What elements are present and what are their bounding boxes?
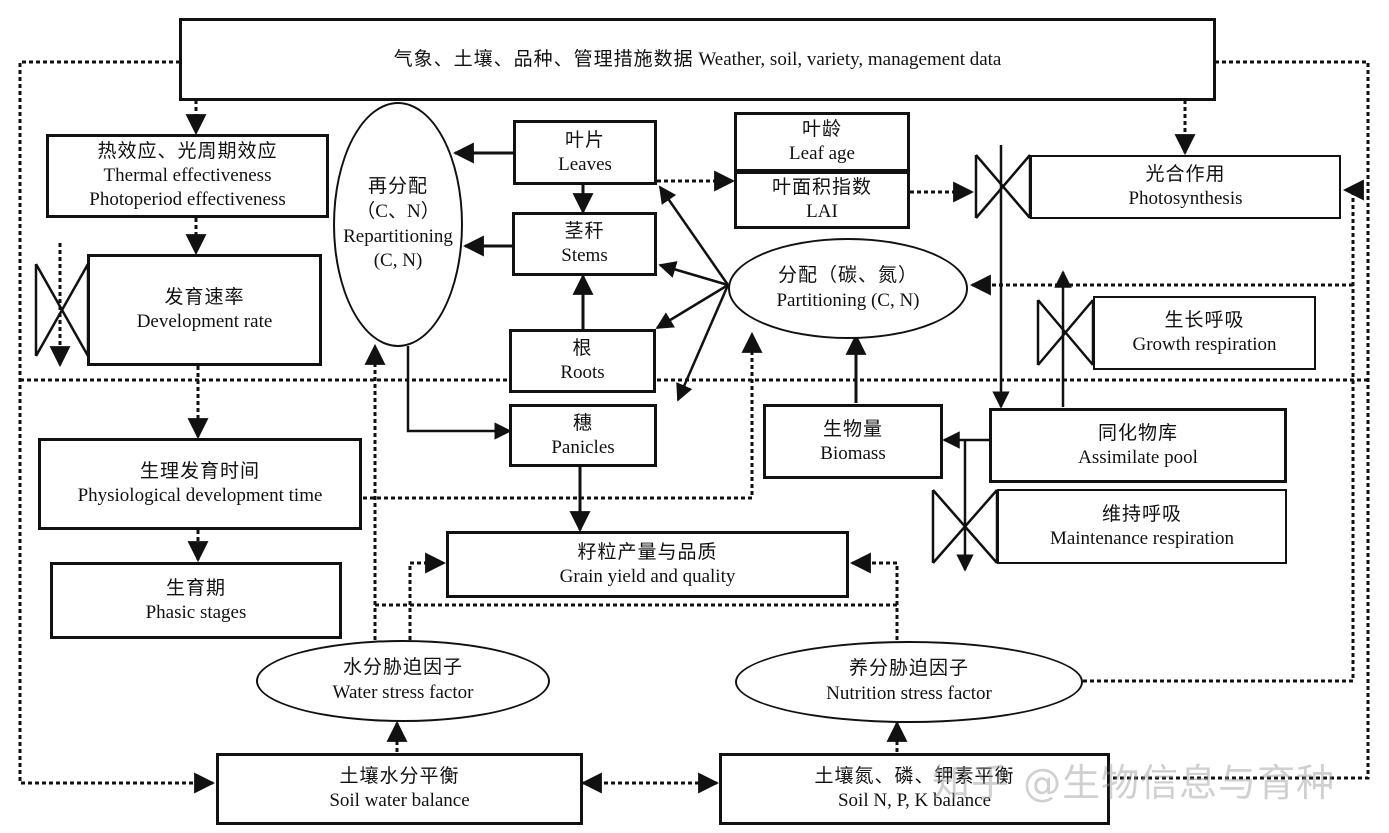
- biomass-box: 生物量 Biomass: [763, 404, 943, 479]
- repartition-to-panicles: [406, 346, 512, 440]
- growthresp-valve-icon: [1036, 299, 1095, 366]
- soil-npk-en: Soil N, P, K balance: [837, 790, 992, 811]
- valve-symbols: [34, 154, 1095, 564]
- thermal-en2: Photoperiod effectiveness: [89, 188, 286, 210]
- assimilate-zh: 同化物库: [1097, 422, 1178, 444]
- panicles-zh: 穗: [572, 412, 593, 434]
- grain-zh: 籽粒产量与品质: [577, 541, 718, 563]
- partition-en: Partitioning (C, N): [776, 289, 920, 311]
- partition-ellipse: 分配（碳、氮） Partitioning (C, N): [728, 238, 968, 339]
- roots-box: 根 Roots: [509, 329, 656, 393]
- left-outer-loop: [18, 60, 216, 794]
- water-stress-zh: 水分胁迫因子: [342, 657, 463, 679]
- grain-en: Grain yield and quality: [559, 565, 736, 587]
- photosynthesis-valve-icon: [974, 154, 1032, 219]
- lai-box: 叶面积指数 LAI: [734, 171, 910, 229]
- leaves-box: 叶片 Leaves: [513, 120, 657, 185]
- lai-en: LAI: [806, 201, 838, 222]
- assimilate-en: Assimilate pool: [1078, 446, 1198, 468]
- leaf-age-box: 叶龄 Leaf age: [734, 112, 910, 172]
- soil-water-en: Soil water balance: [329, 790, 470, 811]
- dev-rate-box: 发育速率 Development rate: [87, 254, 322, 366]
- leaf-age-en: Leaf age: [789, 143, 855, 164]
- partition-to-panicles: [676, 284, 730, 402]
- water-stress-ellipse: 水分胁迫因子 Water stress factor: [256, 640, 550, 722]
- grain-loop-bottom: [375, 603, 899, 640]
- input-data-box: 气象、土壤、品种、管理措施数据 Weather, soil, variety, …: [179, 18, 1216, 101]
- stems-box: 茎秆 Stems: [512, 212, 657, 276]
- repartition-en2: (C, N): [373, 250, 423, 272]
- nutri-stress-en: Nutrition stress factor: [826, 683, 992, 704]
- phasic-en: Phasic stages: [145, 601, 247, 623]
- maint-resp-en: Maintenance respiration: [1049, 527, 1235, 549]
- roots-zh: 根: [572, 338, 593, 360]
- phys-time-zh: 生理发育时间: [139, 461, 260, 483]
- devrate-valve-icon: [34, 263, 90, 357]
- maintresp-valve-icon: [931, 489, 999, 564]
- leaf-age-zh: 叶龄: [801, 119, 842, 141]
- maint-resp-box: 维持呼吸 Maintenance respiration: [997, 489, 1287, 564]
- repartition-ellipse: 再分配 （C、N） Repartitioning (C, N): [333, 102, 463, 347]
- phasic-box: 生育期 Phasic stages: [50, 562, 342, 639]
- soil-npk-box: 土壤氮、磷、钾素平衡 Soil N, P, K balance: [719, 753, 1110, 825]
- input-data-zh: 气象、土壤、品种、管理措施数据: [393, 48, 694, 70]
- leaves-zh: 叶片: [564, 129, 605, 151]
- biomass-zh: 生物量: [822, 418, 883, 440]
- nutri-stress-zh: 养分胁迫因子: [848, 658, 969, 680]
- water-stress-en: Water stress factor: [332, 682, 474, 703]
- phys-time-en: Physiological development time: [77, 485, 323, 506]
- dev-rate-en: Development rate: [136, 311, 273, 332]
- solid-flow-lines: [406, 142, 1072, 572]
- growth-resp-box: 生长呼吸 Growth respiration: [1093, 296, 1316, 370]
- dotted-feedback-lines: [18, 60, 1370, 794]
- soil-water-box: 土壤水分平衡 Soil water balance: [216, 753, 583, 825]
- lai-zh: 叶面积指数: [771, 177, 872, 199]
- roots-en: Roots: [560, 362, 605, 383]
- stems-en: Stems: [561, 245, 608, 266]
- grain-box: 籽粒产量与品质 Grain yield and quality: [446, 531, 849, 598]
- growth-resp-en: Growth respiration: [1132, 334, 1277, 355]
- right-inner-loop: [1083, 179, 1364, 683]
- thermal-box: 热效应、光周期效应 Thermal effectiveness Photoper…: [46, 134, 329, 218]
- biomass-en: Biomass: [820, 442, 886, 464]
- nutri-stress-ellipse: 养分胁迫因子 Nutrition stress factor: [735, 641, 1083, 723]
- phys-time-to-partition: [363, 331, 763, 500]
- repartition-zh2: （C、N）: [356, 200, 440, 222]
- leaves-en: Leaves: [558, 153, 612, 175]
- partition-to-leaves: [658, 185, 730, 286]
- input-data-en: Weather, soil, variety, management data: [698, 48, 1002, 70]
- thermal-en1: Thermal effectiveness: [103, 165, 272, 187]
- maint-resp-zh: 维持呼吸: [1101, 503, 1182, 525]
- repartition-en: Repartitioning: [343, 225, 453, 247]
- repartition-zh: 再分配: [367, 176, 428, 198]
- partition-to-stems: [658, 261, 729, 287]
- watermark: 知乎 @生物信息与育种: [932, 761, 1336, 805]
- panicles-en: Panicles: [551, 436, 615, 458]
- phasic-zh: 生育期: [165, 577, 226, 599]
- partition-to-roots: [655, 283, 729, 330]
- photosynthesis-en: Photosynthesis: [1128, 188, 1243, 209]
- stems-zh: 茎秆: [564, 221, 605, 243]
- assimilate-box: 同化物库 Assimilate pool: [989, 408, 1287, 483]
- photosynthesis-box: 光合作用 Photosynthesis: [1030, 155, 1341, 219]
- right-outer-loop: [907, 60, 1370, 789]
- soil-water-zh: 土壤水分平衡: [339, 766, 460, 788]
- panicles-box: 穗 Panicles: [509, 404, 657, 467]
- dev-rate-zh: 发育速率: [164, 287, 245, 309]
- water-stress-to-grain: [408, 552, 447, 640]
- photosynthesis-zh: 光合作用: [1145, 164, 1226, 186]
- phys-time-box: 生理发育时间 Physiological development time: [38, 438, 362, 530]
- thermal-zh: 热效应、光周期效应: [97, 141, 278, 163]
- partition-zh: 分配（碳、氮）: [777, 264, 918, 286]
- growth-resp-zh: 生长呼吸: [1164, 310, 1245, 332]
- soil-npk-zh: 土壤氮、磷、钾素平衡: [814, 766, 1015, 788]
- nutri-stress-to-grain: [849, 552, 899, 640]
